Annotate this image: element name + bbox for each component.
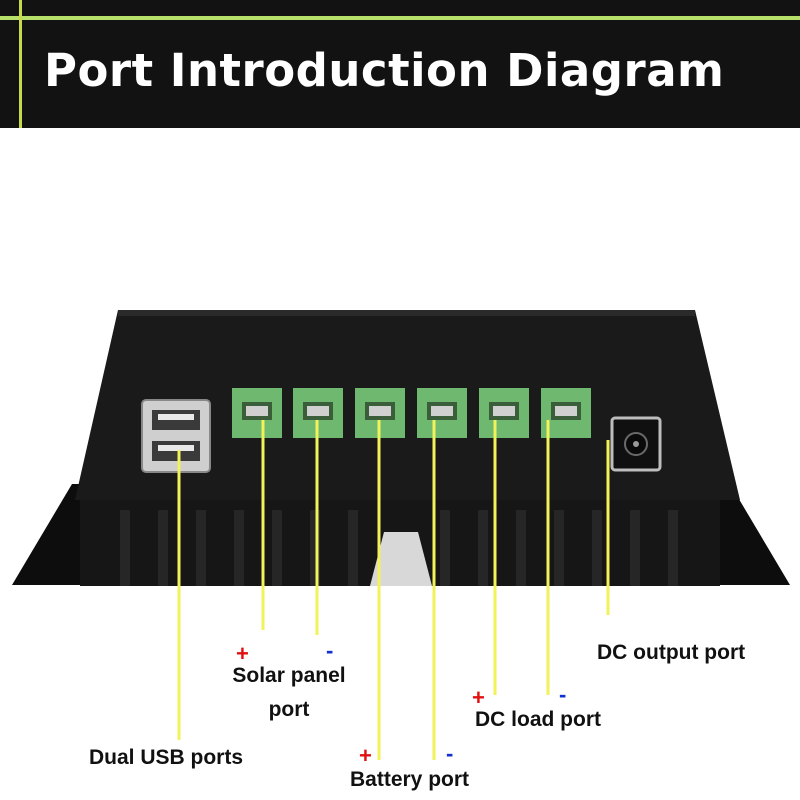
battery-negative-sign: - (446, 743, 453, 765)
label-battery-port: Battery port (350, 768, 469, 792)
label-dc-load-port: DC load port (475, 708, 601, 732)
label-solar-panel-line2: port (214, 698, 364, 722)
label-dc-output-port: DC output port (597, 641, 745, 665)
terminal-solar-positive (232, 388, 282, 438)
load-positive-sign: + (472, 687, 485, 709)
label-solar-panel-line1: Solar panel (214, 664, 364, 688)
label-dual-usb-ports: Dual USB ports (89, 746, 243, 770)
terminal-load-positive (479, 388, 529, 438)
dc-barrel-jack (612, 418, 660, 470)
usb-port-block (142, 400, 210, 472)
solar-negative-sign: - (326, 640, 333, 662)
load-negative-sign: - (559, 684, 566, 706)
solar-positive-sign: + (236, 643, 249, 665)
terminal-battery-negative (417, 388, 467, 438)
battery-positive-sign: + (359, 745, 372, 767)
